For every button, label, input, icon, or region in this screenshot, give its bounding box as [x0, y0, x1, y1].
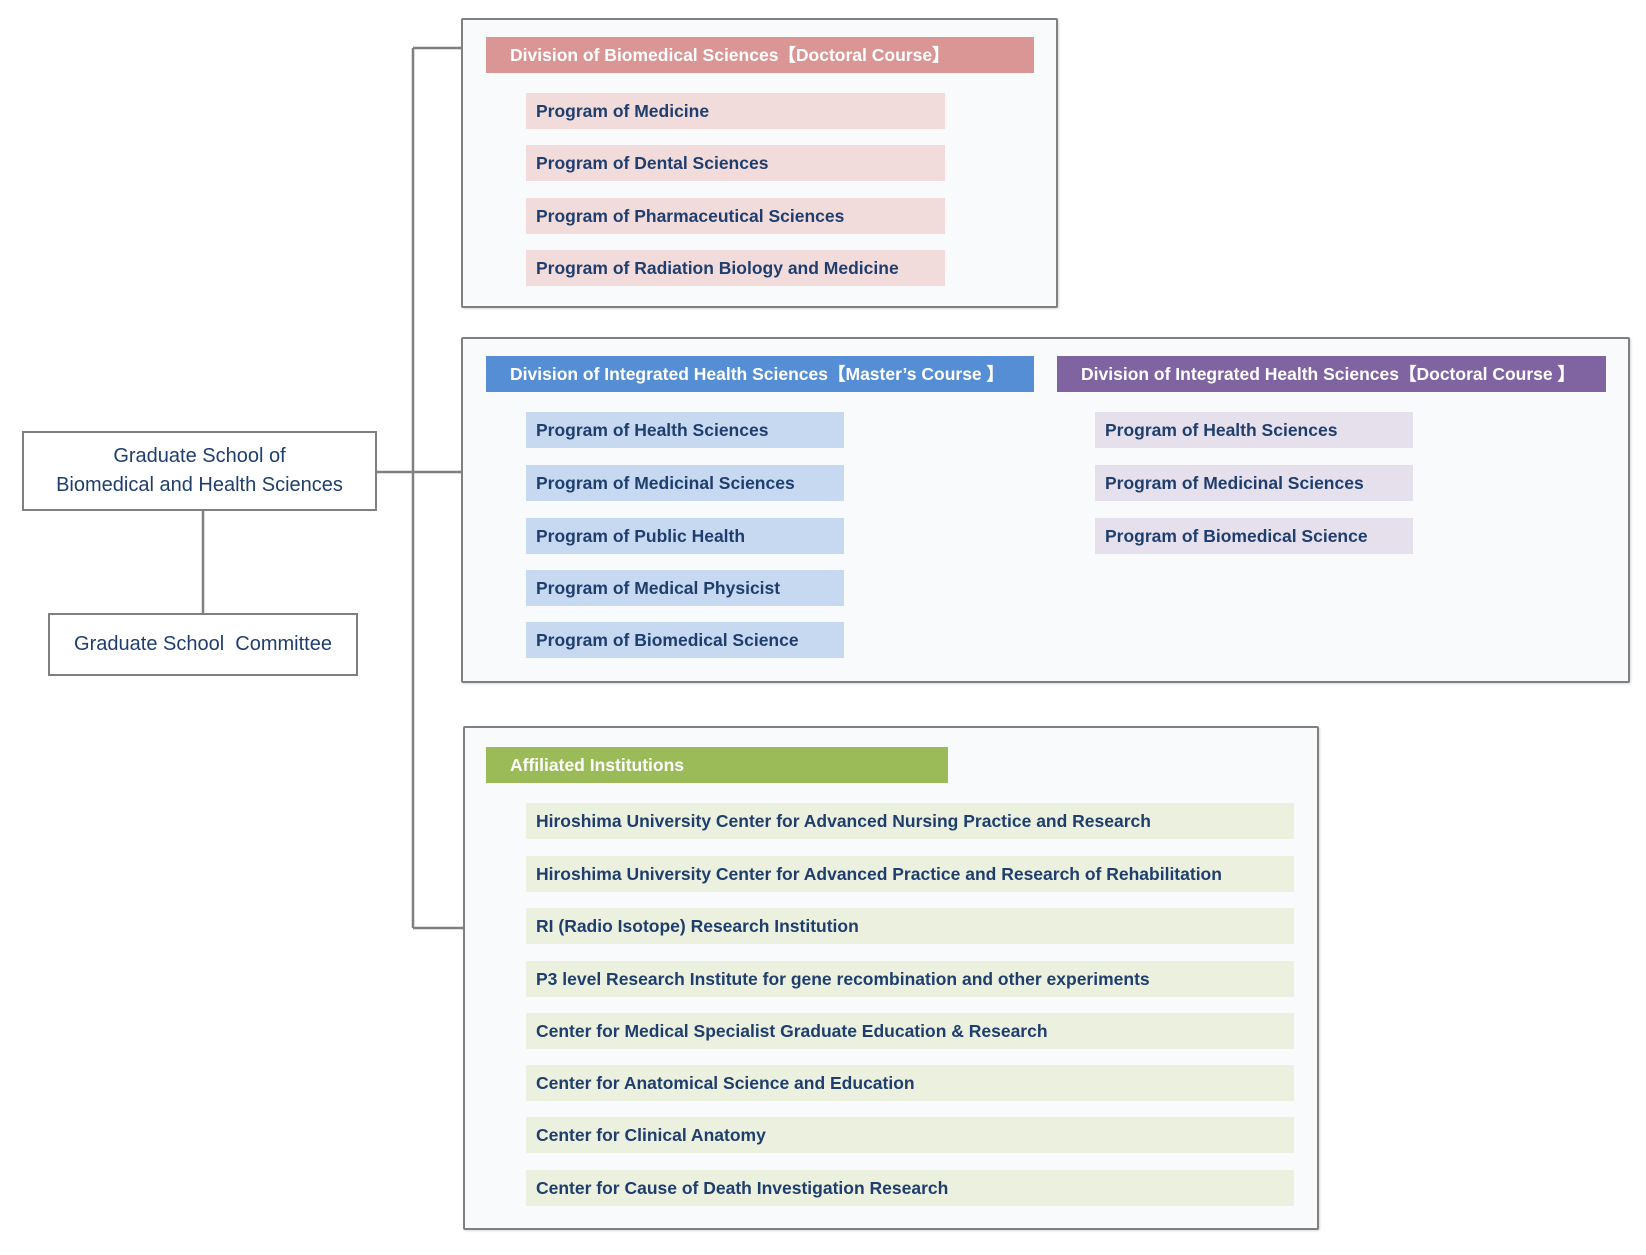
institution-item: P3 level Research Institute for gene rec…: [526, 961, 1294, 997]
program-item: Program of Medicine: [526, 93, 945, 129]
graduate-school-title-line1: Graduate School of: [113, 445, 286, 467]
institution-item: Center for Clinical Anatomy: [526, 1117, 1294, 1153]
institution-item: Hiroshima University Center for Advanced…: [526, 803, 1294, 839]
integrated-doctoral-header: Division of Integrated Health Sciences【D…: [1057, 356, 1606, 392]
program-item: Program of Radiation Biology and Medicin…: [526, 250, 945, 286]
affiliated-institutions-header: Affiliated Institutions: [486, 747, 948, 783]
program-item: Program of Health Sciences: [1095, 412, 1413, 448]
integrated-master-header: Division of Integrated Health Sciences【M…: [486, 356, 1034, 392]
institution-item: RI (Radio Isotope) Research Institution: [526, 908, 1294, 944]
institution-item: Hiroshima University Center for Advanced…: [526, 856, 1294, 892]
institution-item: Center for Cause of Death Investigation …: [526, 1170, 1294, 1206]
program-item: Program of Biomedical Science: [526, 622, 844, 658]
program-item: Program of Medicinal Sciences: [526, 465, 844, 501]
graduate-school-title-line2: Biomedical and Health Sciences: [56, 474, 343, 496]
program-item: Program of Health Sciences: [526, 412, 844, 448]
committee-label: Graduate School Committee: [74, 633, 332, 655]
program-item: Program of Medicinal Sciences: [1095, 465, 1413, 501]
program-item: Program of Biomedical Science: [1095, 518, 1413, 554]
institution-item: Center for Anatomical Science and Educat…: [526, 1065, 1294, 1101]
program-item: Program of Public Health: [526, 518, 844, 554]
institution-item: Center for Medical Specialist Graduate E…: [526, 1013, 1294, 1049]
graduate-school-committee-box: Graduate School Committee: [48, 613, 358, 676]
program-item: Program of Medical Physicist: [526, 570, 844, 606]
program-item: Program of Pharmaceutical Sciences: [526, 198, 945, 234]
biomedical-sciences-header: Division of Biomedical Sciences【Doctoral…: [486, 37, 1034, 73]
program-item: Program of Dental Sciences: [526, 145, 945, 181]
graduate-school-box: Graduate School of Biomedical and Health…: [22, 431, 377, 511]
